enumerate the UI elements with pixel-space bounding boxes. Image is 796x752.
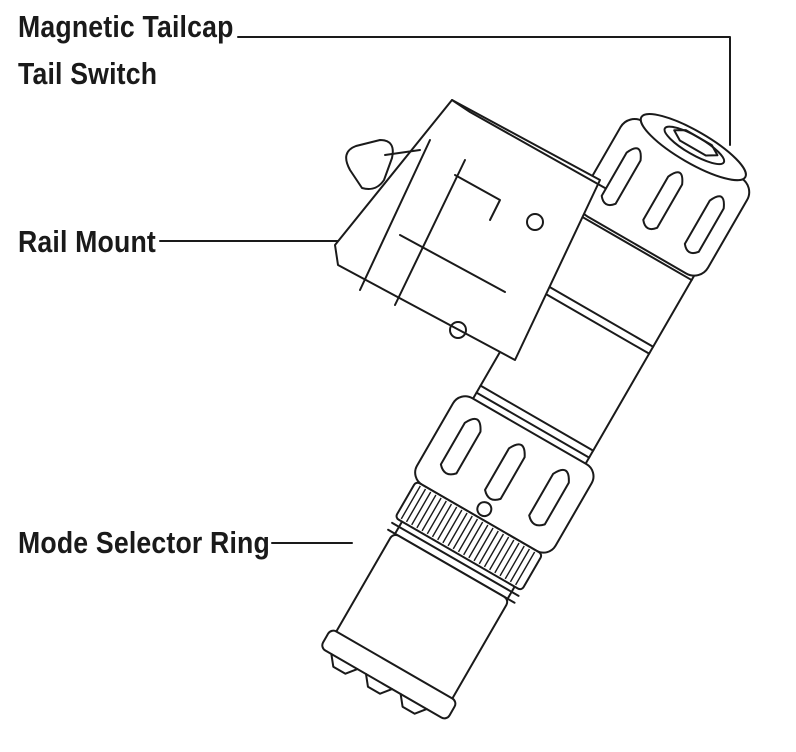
knurl-line [515, 551, 536, 586]
knurl-line [499, 542, 520, 577]
knurl-line [463, 521, 484, 556]
knurling [400, 485, 536, 586]
knurl-line [400, 485, 421, 520]
mode-selector-ring-label: Mode Selector Ring [18, 525, 270, 560]
rail-mount [334, 99, 606, 361]
knurl-line [447, 512, 468, 547]
mode-selector-ring [395, 481, 543, 591]
knurl-line [457, 518, 479, 553]
knurl-line [452, 515, 473, 550]
knurl-line [473, 527, 494, 562]
knurl-line [442, 509, 463, 544]
knurl-line [421, 497, 442, 532]
knurl-line [494, 539, 515, 574]
knurl-line [416, 494, 437, 529]
knurl-line [483, 533, 505, 568]
thumb-screw [345, 139, 394, 190]
knurl-line [431, 503, 453, 538]
magnetic-tailcap-label: Magnetic Tailcap [18, 9, 234, 44]
knurl-line [405, 488, 427, 523]
knurl-line [489, 536, 510, 571]
knurl-line [437, 506, 458, 541]
knurl-line [411, 491, 432, 526]
tailcap-leader-line [237, 36, 731, 146]
knurl-line [478, 530, 499, 565]
tail-switch-label: Tail Switch [18, 56, 158, 91]
rail-mount-label: Rail Mount [18, 224, 156, 259]
knurl-line [509, 548, 531, 583]
knurl-line [504, 545, 525, 580]
knurl-line [426, 500, 447, 535]
flashlight-body [321, 113, 751, 720]
crenellated-bezel [321, 629, 457, 720]
leader-lines [159, 36, 731, 544]
knurl-line [468, 524, 489, 559]
